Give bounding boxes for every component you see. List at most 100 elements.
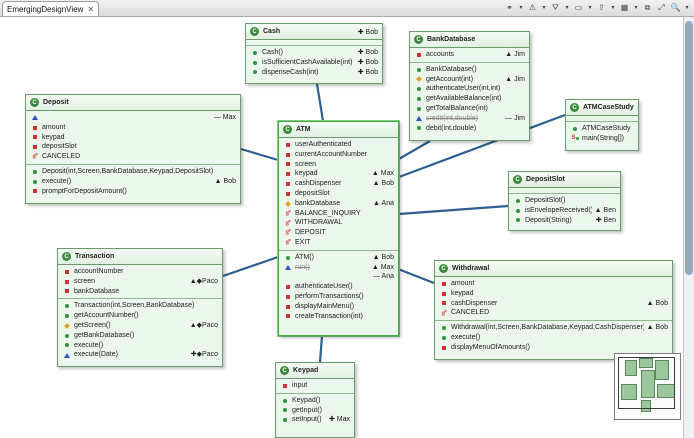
zoom-fit-icon[interactable]: ⤢	[658, 2, 665, 12]
member-row[interactable]: getAvailableBalance(int)	[410, 94, 529, 104]
member-row[interactable]: authenticateUser()	[279, 282, 398, 292]
member-row[interactable]: ATMCaseStudy()	[566, 124, 638, 134]
member-row[interactable]: isSufficientCashAvailable(int)✚ Bob	[246, 58, 382, 68]
member-row[interactable]: promptForDepositAmount()	[26, 187, 240, 197]
member-row[interactable]: Deposit(String)✚ Ben	[509, 216, 620, 226]
member-row[interactable]: performTransactions()	[279, 292, 398, 302]
zoom-icon[interactable]: 🔍	[670, 3, 681, 12]
chevron-down-icon[interactable]: ▾	[542, 5, 546, 11]
chevron-down-icon[interactable]: ▾	[634, 5, 638, 11]
member-row[interactable]: cashDispenser▲ Bob	[435, 299, 672, 309]
member-row[interactable]: Transaction(int,Screen,BankDatabase)	[58, 301, 222, 311]
member-row[interactable]: depositSlot	[279, 189, 398, 199]
minimap-class	[625, 360, 637, 376]
tab-emerging-design-view[interactable]: EmergingDesignView ✕	[2, 1, 100, 16]
member-row[interactable]: getAccountNumber()	[58, 311, 222, 321]
filter-icon[interactable]: ⛛	[552, 2, 559, 12]
member-row[interactable]: displayMenuOfAmounts()	[435, 343, 672, 353]
layout-icon[interactable]: ⚠	[528, 3, 537, 12]
member-row[interactable]: Deposit(int,Screen,BankDatabase,Keypad,D…	[26, 167, 240, 177]
chevron-down-icon[interactable]: ▾	[685, 5, 689, 11]
member-row[interactable]: getScreen()▲◆Paco	[58, 321, 222, 331]
member-row[interactable]: keypad	[435, 289, 672, 299]
chevron-down-icon[interactable]: ▾	[611, 5, 615, 11]
member-row[interactable]: debit(int,double)	[410, 124, 529, 134]
member-row[interactable]: Cash()✚ Bob	[246, 48, 382, 58]
minimap-viewport[interactable]	[618, 357, 675, 409]
member-row[interactable]: Keypad()	[276, 396, 354, 406]
member-row[interactable]: displayMainMenu()	[279, 302, 398, 312]
link-icon[interactable]: ⚭	[506, 3, 513, 12]
member-row[interactable]: accounts▲ Jim	[410, 50, 529, 60]
grid-icon[interactable]: ▦	[620, 3, 629, 12]
member-row[interactable]: depositSlot	[26, 142, 240, 152]
member-row[interactable]: input	[276, 381, 354, 391]
member-row[interactable]: BankDatabase()	[410, 65, 529, 75]
member-row[interactable]: bankDatabase	[58, 287, 222, 297]
chevron-down-icon[interactable]: ▾	[519, 5, 523, 11]
member-row[interactable]: execute()▲ Bob	[26, 177, 240, 187]
member-row[interactable]: getInput()	[276, 406, 354, 416]
view-icon[interactable]: ▭	[574, 3, 583, 12]
member-row[interactable]: execute(Date)✚◆Paco	[58, 350, 222, 360]
member-row[interactable]: credit(int,double)— Jim	[410, 114, 529, 124]
member-row[interactable]: cashDispenser▲ Bob	[279, 179, 398, 189]
member-row[interactable]: amount	[26, 123, 240, 133]
member-row[interactable]: DepositSlot()	[509, 196, 620, 206]
member-row[interactable]: bankDatabase▲ Ana	[279, 199, 398, 209]
private-member-icon	[284, 314, 292, 319]
member-row[interactable]: getTotalBalance(int)	[410, 104, 529, 114]
member-row[interactable]: screen▲◆Paco	[58, 277, 222, 287]
member-label: getTotalBalance(int)	[426, 104, 488, 112]
member-row[interactable]: userAuthenticated	[279, 140, 398, 150]
member-row[interactable]: execute()	[435, 333, 672, 343]
member-row[interactable]: currentAccountNumber	[279, 150, 398, 160]
member-row[interactable]: Withdrawal(int,Screen,BankDatabase,Keypa…	[435, 323, 672, 333]
member-row[interactable]: keypad▲ Max	[279, 169, 398, 179]
member-row[interactable]: screen	[279, 160, 398, 170]
member-row[interactable]: execute()	[58, 341, 222, 351]
member-row[interactable]: — Max	[26, 113, 240, 123]
diagram-overview-minimap[interactable]	[614, 353, 681, 420]
member-row[interactable]: ATM()▲ Bob	[279, 253, 398, 263]
member-row[interactable]: getBankDatabase()	[58, 331, 222, 341]
close-icon[interactable]: ✕	[87, 4, 95, 14]
chevron-down-icon[interactable]: ▾	[565, 5, 569, 11]
member-row[interactable]: authenticateUser(int,int)	[410, 84, 529, 94]
member-row[interactable]: accountNumber	[58, 267, 222, 277]
scrollbar-thumb[interactable]	[685, 21, 693, 275]
member-row[interactable]: setInput()✚ Max	[276, 415, 354, 425]
fit-icon[interactable]: ⧉	[644, 2, 651, 12]
member-label: Cash()	[262, 49, 284, 56]
member-row[interactable]: getAccount(int)▲ Jim	[410, 75, 529, 85]
member-row[interactable]: isEnvelopeReceived()▲ Ben	[509, 206, 620, 216]
export-icon[interactable]: ⇪	[598, 3, 605, 12]
member-row[interactable]: createTransaction(int)	[279, 312, 398, 322]
vertical-scrollbar[interactable]	[683, 17, 694, 438]
member-row[interactable]: run()▲ Max	[279, 263, 398, 273]
member-row[interactable]: keypad	[26, 133, 240, 143]
chevron-down-icon[interactable]: ▾	[588, 5, 592, 11]
member-owner: ▲ Ben	[594, 206, 616, 214]
member-row[interactable]: dispenseCash(int)✚ Bob	[246, 68, 382, 78]
member-row[interactable]: — Ana	[279, 272, 398, 282]
member-row[interactable]: amount	[435, 279, 672, 289]
